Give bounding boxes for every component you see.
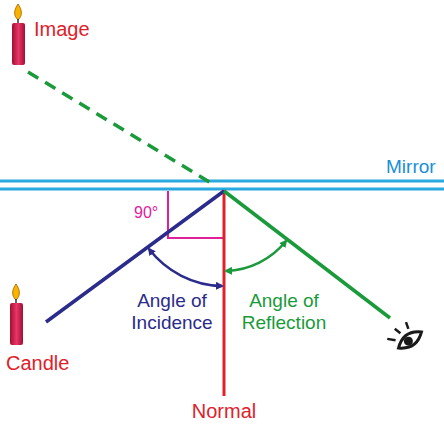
mirror-line bbox=[0, 188, 444, 191]
normal-label: Normal bbox=[192, 400, 256, 423]
mirror-label: Mirror bbox=[386, 156, 436, 178]
reflection-arc bbox=[226, 241, 286, 271]
candle-label: Candle bbox=[6, 352, 69, 375]
angle-mark-label: 90° bbox=[134, 204, 158, 222]
eye-symbol bbox=[385, 317, 425, 355]
virtual-ray bbox=[28, 72, 216, 186]
incidence-arc bbox=[149, 249, 222, 286]
candle bbox=[10, 284, 23, 345]
image-candle bbox=[12, 4, 25, 65]
reflection-label: Angle of Reflection bbox=[232, 290, 336, 334]
incidence-label: Angle of Incidence bbox=[126, 290, 218, 334]
normal-line bbox=[223, 190, 226, 396]
image-label: Image bbox=[34, 18, 90, 41]
mirror-line bbox=[0, 180, 444, 183]
